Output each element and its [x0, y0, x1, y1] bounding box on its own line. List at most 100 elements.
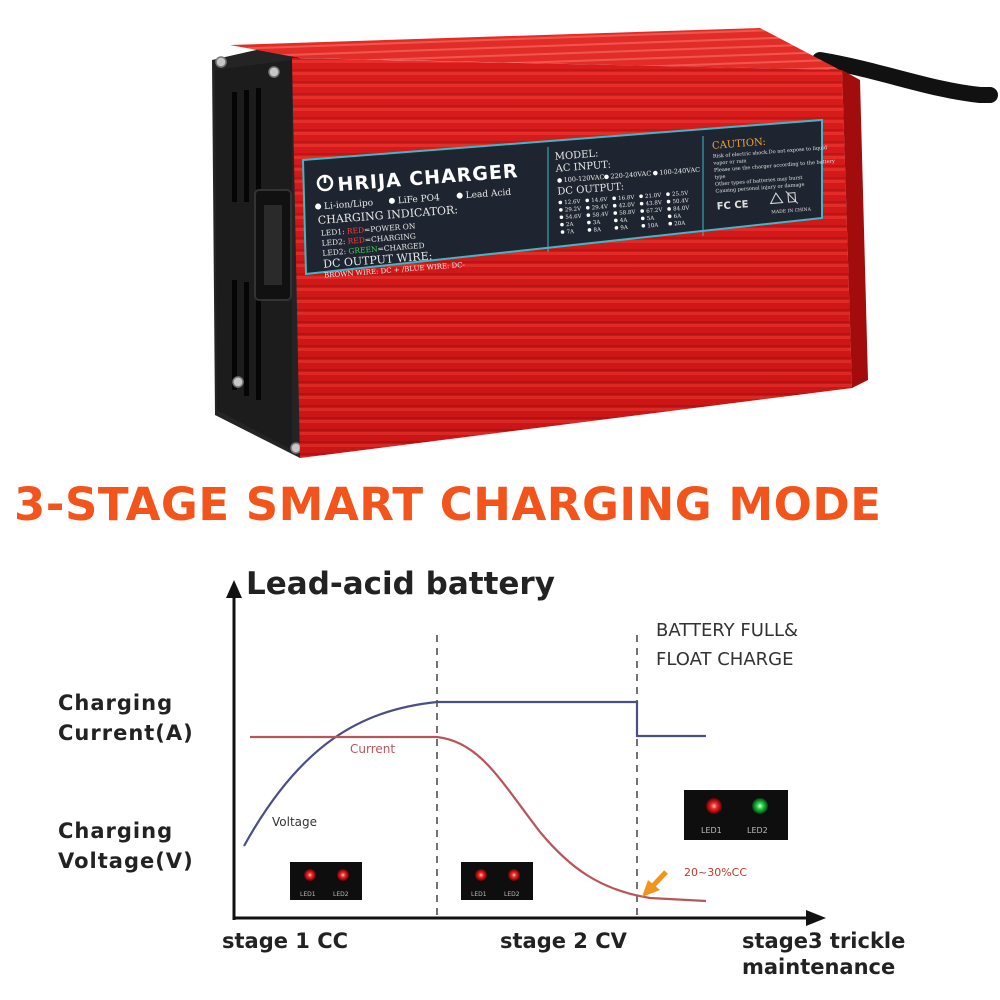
svg-text:LED1: LED1 — [471, 891, 487, 898]
dc-voltage-12: 58.4V — [592, 212, 610, 219]
current-curve-label: Current — [350, 742, 395, 756]
y-axis — [226, 580, 242, 920]
dc-voltage-9: 43.8V — [645, 200, 663, 207]
recycle-bin-icon — [785, 190, 799, 204]
dc-current-9: 10A — [647, 223, 659, 230]
dc-option-dot — [612, 196, 616, 201]
dc-option-dot — [612, 203, 617, 208]
dc-voltage-4: 21.0V — [645, 193, 663, 200]
dc-current-2: 3A — [593, 220, 602, 227]
dc-option-dot — [639, 201, 644, 206]
dc-voltage-7: 29.4V — [592, 204, 610, 211]
dc-option-dot — [587, 228, 592, 232]
battery-full-note-line1: BATTERY FULL& — [656, 620, 798, 641]
svg-text:LED1: LED1 — [701, 826, 722, 835]
caution-line-2: vapor or rain — [712, 158, 747, 167]
led3-info: LED2: GREEN=CHARGED — [322, 241, 425, 258]
stage2-label: stage 2 CV — [500, 929, 628, 953]
dc-voltage-5: 25.5V — [672, 191, 690, 198]
dc-option-dot — [585, 198, 590, 203]
dc-voltage-10: 50.4V — [672, 198, 690, 205]
stage1-label: stage 1 CC — [222, 929, 348, 953]
ac-input-label: AC INPUT: — [554, 160, 611, 175]
dc-option-dot — [640, 209, 644, 213]
dc-option-dot — [640, 216, 645, 221]
voltage-curve-label: Voltage — [272, 815, 317, 829]
dc-current-8: 9A — [620, 225, 629, 232]
dc-voltage-3: 16.8V — [618, 195, 636, 202]
brand-logo-icon — [316, 174, 334, 192]
caution-line-4: type — [714, 174, 725, 181]
dc-option-dot — [667, 207, 671, 211]
diagram-title: Lead-acid battery — [246, 566, 555, 602]
dc-voltage-6: 29.2V — [565, 206, 583, 213]
dc-voltage-1: 12.6V — [564, 199, 582, 206]
svg-text:LED2: LED2 — [747, 826, 768, 835]
dc-option-dot — [560, 230, 565, 234]
dc-option-dot — [613, 211, 618, 215]
dc-option-dot — [639, 194, 643, 199]
battery-type-2: LiFe PO4 — [398, 193, 441, 206]
dc-option-dot — [559, 215, 564, 220]
dc-current-1: 2A — [566, 222, 575, 229]
dc-current-3: 4A — [620, 218, 629, 225]
dc-option-dot — [560, 222, 564, 227]
led-panel-stage2: LED1 LED2 — [461, 862, 533, 900]
dc-current-6: 7A — [566, 229, 575, 236]
dc-option-dot — [585, 205, 590, 210]
dc-option-dot — [666, 192, 670, 197]
dc-option-dot — [667, 214, 672, 219]
stage3-label-line1: stage3 trickle — [742, 929, 905, 953]
dc-current-5: 6A — [674, 213, 683, 220]
svg-text:LED2: LED2 — [333, 891, 349, 898]
led2-info: LED2: RED=CHARGING — [321, 232, 416, 248]
model-label: MODEL: — [554, 148, 598, 162]
led-panel-stage1: LED1 LED2 — [290, 862, 362, 900]
y-label-voltage-line1: Charging — [58, 819, 173, 843]
svg-text:LED1: LED1 — [300, 891, 316, 898]
dc-output-label: DC OUTPUT: — [557, 182, 624, 198]
y-label-voltage-line2: Voltage(V) — [58, 849, 194, 873]
stage3-label-line2: maintenance — [742, 955, 895, 979]
warning-triangle-icon — [769, 192, 784, 205]
headline: 3-STAGE SMART CHARGING MODE — [14, 478, 882, 531]
x-axis — [234, 910, 826, 926]
dc-voltage-8: 42.0V — [619, 202, 637, 209]
float-current-note: 20~30%CC — [684, 866, 747, 879]
battery-full-note-line2: FLOAT CHARGE — [656, 649, 793, 670]
svg-text:LED2: LED2 — [504, 891, 520, 898]
y-label-current-line1: Charging — [58, 691, 173, 715]
current-curve — [250, 735, 707, 903]
dc-voltage-14: 67.2V — [646, 207, 664, 214]
ac-option-1: 100-120VAC — [563, 173, 604, 184]
dc-voltage-13: 58.8V — [619, 209, 637, 216]
dc-option-dot — [641, 223, 646, 228]
dc-current-4: 5A — [647, 215, 656, 222]
dc-option-dot — [559, 208, 563, 212]
dc-voltage-15: 84.0V — [673, 205, 691, 212]
made-in-label: MADE IN CHINA — [771, 206, 812, 215]
charger-product-image: HRIJA CHARGER Li-ion/Lipo LiFe PO4 Lead … — [212, 28, 998, 458]
led-panel-stage3: LED1 LED2 — [684, 790, 788, 840]
dc-option-dot — [614, 226, 619, 230]
charging-stage-diagram: Lead-acid battery Current Voltage Chargi… — [58, 566, 905, 979]
dc-current-7: 8A — [593, 227, 602, 234]
dc-option-dot — [587, 220, 591, 225]
battery-type-3: Lead Acid — [465, 188, 511, 201]
dc-option-dot — [666, 199, 671, 204]
led1-info: LED1: RED=POWER ON — [321, 222, 417, 238]
dc-voltage-2: 14.6V — [591, 197, 609, 204]
battery-type-1: Li-ion/Lipo — [324, 198, 374, 212]
ac-option-2: 220-240VAC — [610, 169, 651, 180]
voltage-curve — [243, 700, 706, 847]
caution-title: CAUTION: — [712, 137, 767, 152]
dc-option-dot — [586, 213, 591, 217]
dc-current-10: 20A — [674, 220, 686, 227]
ac-option-3: 100-240VAC — [659, 166, 700, 177]
y-label-current-line2: Current(A) — [58, 721, 194, 745]
float-arrow-icon — [642, 870, 668, 897]
certification-marks: FC CE — [716, 199, 749, 212]
dc-voltage-11: 54.6V — [565, 214, 583, 221]
dc-option-dot — [614, 218, 618, 223]
dc-option-dot — [668, 221, 673, 226]
